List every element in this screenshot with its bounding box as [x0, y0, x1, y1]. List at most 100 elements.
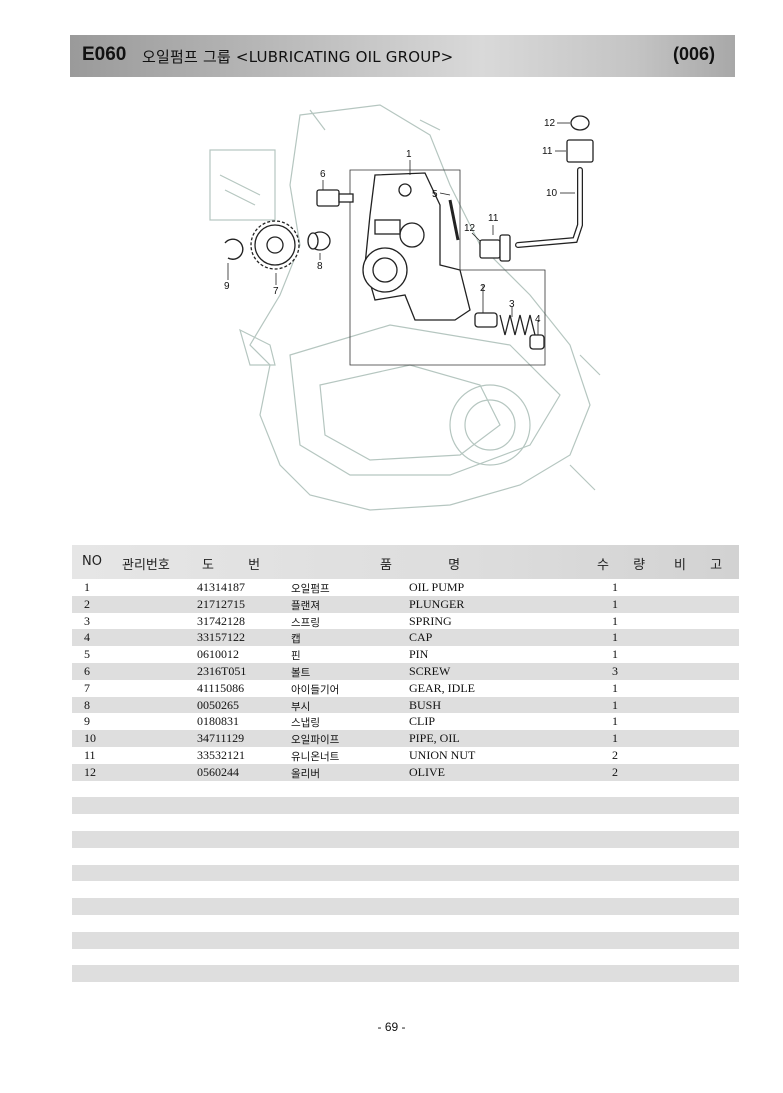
table-row	[72, 848, 739, 865]
cell-part: 34711129	[197, 731, 245, 746]
callout-9: 9	[224, 281, 230, 292]
cell-no: 6	[84, 663, 90, 678]
callout-7: 7	[273, 286, 279, 297]
cell-ko: 아이들기어	[291, 683, 340, 696]
exploded-parts-diagram: 1 2 3 4 5 6 7 8 9 10 11 12 11 12	[209, 104, 601, 511]
page-header: E060 오일펌프 그룹 <LUBRICATING OIL GROUP> (00…	[70, 35, 735, 77]
cell-part: 0610012	[197, 647, 239, 662]
idle-gear	[250, 220, 300, 270]
oil-pipe	[515, 167, 583, 248]
cell-qty: 1	[612, 647, 618, 662]
table-row	[72, 965, 739, 983]
union-nut-lower	[479, 234, 511, 262]
cell-no: 7	[84, 680, 90, 695]
table-row	[72, 881, 739, 898]
bush	[307, 231, 331, 251]
table-row: 5 0610012 핀 PIN 1	[72, 646, 739, 663]
cell-part: 33532121	[197, 747, 245, 762]
callout-4: 4	[535, 314, 541, 325]
cell-qty: 1	[612, 630, 618, 645]
table-row	[72, 982, 739, 999]
cell-ko: 스냅링	[291, 717, 320, 730]
cell-ko: 캡	[291, 633, 301, 646]
callout-2: 2	[480, 283, 486, 294]
callout-8: 8	[317, 261, 323, 272]
bolt	[316, 189, 354, 207]
page-number: - 69 -	[377, 1020, 406, 1034]
cell-part: 2316T051	[197, 663, 247, 678]
header-qty: 수 량	[597, 558, 646, 573]
cell-no: 10	[84, 731, 96, 746]
oil-pump-housing	[362, 172, 471, 321]
leader-lines	[227, 122, 575, 335]
cell-no: 12	[84, 764, 96, 779]
cell-en: BUSH	[409, 697, 442, 712]
table-row	[72, 915, 739, 932]
cell-ko: 핀	[291, 650, 301, 663]
callout-numbers: 1 2 3 4 5 6 7 8 9 10 11 12 11 12	[224, 118, 558, 325]
table-row	[72, 781, 739, 798]
cell-qty: 3	[612, 663, 618, 678]
cell-part: 0560244	[197, 764, 239, 779]
callout-10: 10	[546, 188, 558, 199]
cell-qty: 1	[612, 596, 618, 611]
callout-6: 6	[320, 169, 326, 180]
table-header: NO 관리번호 도 번 품 명 수 량 비 고	[72, 545, 739, 579]
cell-en: OIL PUMP	[409, 580, 465, 594]
page-code: (006)	[672, 44, 715, 64]
group-title: 오일펌프 그룹 <LUBRICATING OIL GROUP>	[142, 48, 454, 66]
cell-en: CAP	[409, 630, 433, 645]
cell-en: CLIP	[409, 714, 436, 729]
callout-3: 3	[509, 299, 515, 310]
cell-no: 2	[84, 596, 90, 611]
header-mgmt: 관리번호	[122, 558, 170, 573]
header-name: 품 명	[380, 558, 461, 573]
cell-part: 0180831	[197, 714, 239, 729]
table-row	[72, 931, 739, 949]
callout-11-upper: 11	[542, 146, 553, 157]
engine-block-outline	[209, 104, 601, 511]
cell-qty: 2	[612, 747, 618, 762]
cell-ko: 부시	[291, 700, 311, 713]
cell-no: 3	[84, 613, 90, 628]
cell-qty: 1	[612, 731, 618, 746]
cell-ko: 유니온너트	[291, 750, 340, 763]
table-row	[72, 797, 739, 815]
table-row	[72, 898, 739, 915]
relief-valve	[474, 312, 545, 350]
cell-qty: 2	[612, 764, 618, 779]
table-row	[72, 830, 739, 848]
cell-no: 1	[84, 580, 90, 594]
cell-part: 41115086	[197, 680, 245, 695]
cell-en: PIN	[409, 647, 429, 662]
group-code: E060	[82, 44, 127, 65]
cell-ko: 오일펌프	[291, 583, 330, 595]
union-nut-upper	[566, 115, 594, 163]
cell-no: 5	[84, 647, 90, 662]
table-row	[72, 814, 739, 831]
callout-12-upper: 12	[544, 118, 556, 129]
cell-en: SPRING	[409, 613, 452, 628]
header-no: NO	[82, 554, 102, 569]
callout-11-lower: 11	[488, 213, 499, 224]
cell-en: SCREW	[409, 663, 451, 678]
cell-en: PIPE, OIL	[409, 731, 460, 746]
header-drawing: 도 번	[202, 558, 261, 573]
cell-part: 33157122	[197, 630, 245, 645]
cell-en: PLUNGER	[409, 596, 465, 611]
cell-ko: 올리버	[291, 767, 320, 780]
cell-en: GEAR, IDLE	[409, 680, 475, 695]
cell-part: 31742128	[197, 613, 245, 628]
